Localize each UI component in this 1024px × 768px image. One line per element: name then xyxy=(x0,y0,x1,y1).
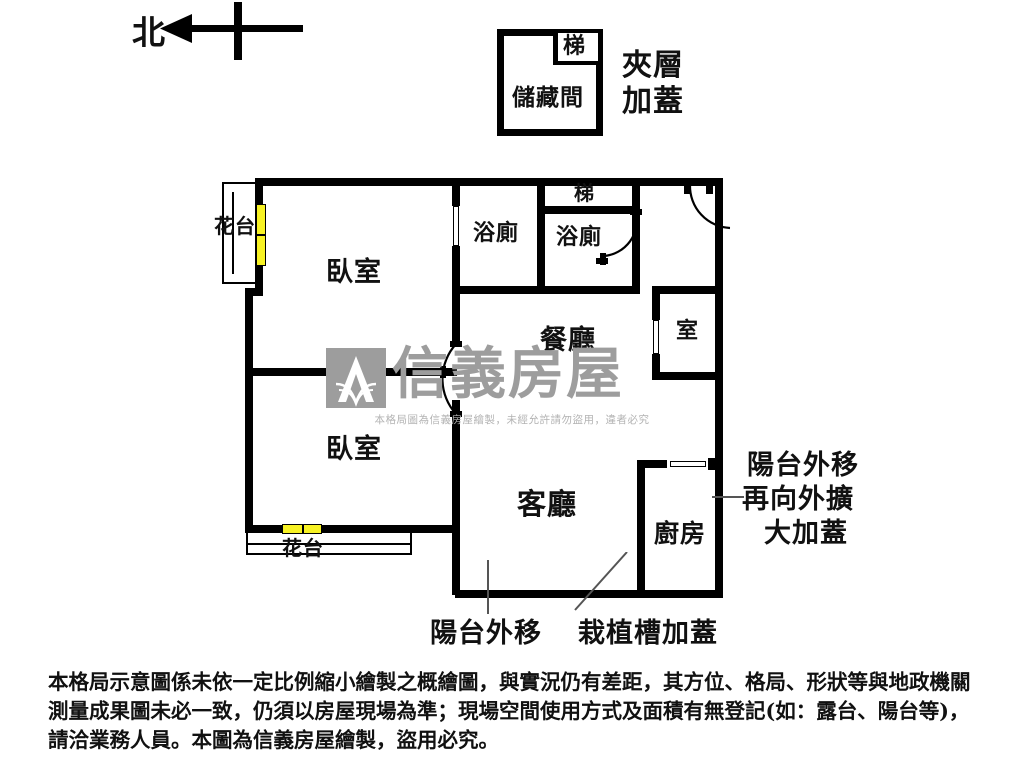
interior-wall-spine-upper xyxy=(452,178,460,206)
mezzanine-wall-right xyxy=(596,29,603,136)
bedroom-bottom-label: 臥室 xyxy=(326,434,382,465)
door-swing-bath-right xyxy=(603,212,639,258)
annotation-bottom-balcony: 陽台外移 xyxy=(430,618,542,649)
small-room-wall-left-upper xyxy=(652,286,660,320)
disclaimer-text: 本格局示意圖係未依一定比例縮小繪製之概繪圖，與實況仍有差距，其方位、格局、形狀等… xyxy=(48,670,971,753)
bath-right-wall xyxy=(632,178,640,294)
small-room-wall-top xyxy=(652,286,723,294)
mezzanine-stair-inner xyxy=(558,33,598,61)
mezzanine-stair-label: 梯 xyxy=(563,33,587,59)
watermark-note: 本格局圖為信義房屋繪製，未經允許請勿盜用，違者必究 xyxy=(374,414,650,426)
door-jamb-bedroom-left xyxy=(440,366,446,378)
door-jamb-entrance-right xyxy=(706,180,713,194)
planter-top-outline-bottom xyxy=(222,282,258,284)
door-jamb-bedroom-dining-top xyxy=(450,341,462,347)
bath-left-label: 浴廁 xyxy=(473,220,520,246)
outer-wall-lower-left-v xyxy=(452,525,460,595)
annotation-balcony-line1: 陽台外移 xyxy=(747,450,859,481)
planter-top-window-mullion xyxy=(256,234,266,236)
annotation-balcony-line3: 大加蓋 xyxy=(764,518,848,549)
door-swing-bedroom-dining xyxy=(441,343,457,415)
bedroom-top-label: 臥室 xyxy=(326,257,382,288)
planter-bottom-label: 花台 xyxy=(282,536,324,560)
kitchen-label: 廚房 xyxy=(654,519,707,548)
window-bedroom-bath xyxy=(453,206,459,246)
planter-top-label: 花台 xyxy=(214,214,256,238)
dining-label: 餐廳 xyxy=(540,325,596,356)
stair-label: 梯 xyxy=(574,181,595,205)
bath-divider-wall xyxy=(537,178,545,294)
planter-top-outline-left xyxy=(222,182,224,284)
storage-room-label: 儲藏間 xyxy=(512,84,584,111)
outer-wall-left-jog xyxy=(245,288,263,296)
sinyi-logo-icon xyxy=(326,348,386,408)
mezzanine-wall-left xyxy=(497,29,504,136)
bath-right-label: 浴廁 xyxy=(556,224,603,250)
annotation-bottom-planter: 栽植槽加蓋 xyxy=(578,618,718,649)
door-jamb-bath-right-top xyxy=(630,209,642,215)
outer-wall-bottom-left xyxy=(245,525,460,533)
planter-bottom-outline-bottom xyxy=(246,553,412,555)
bath-wall-bottom xyxy=(452,286,640,294)
watermark: 信義房屋 本格局圖為信義房屋繪製，未經允許請勿盜用，違者必究 xyxy=(326,346,698,426)
small-room-label: 室 xyxy=(676,318,700,344)
interior-wall-spine-mid xyxy=(452,246,460,346)
interior-wall-between-bedrooms xyxy=(245,368,457,376)
leader-line-bottom-planter xyxy=(574,552,628,611)
annotation-balcony-line2: 再向外擴 xyxy=(742,484,854,515)
interior-wall-spine-lower xyxy=(452,400,460,525)
door-jamb-entrance-left xyxy=(684,180,691,194)
outer-wall-top xyxy=(255,178,723,186)
window-small-room xyxy=(653,320,659,354)
outer-wall-right xyxy=(715,178,723,598)
north-label: 北 xyxy=(132,13,165,52)
living-label: 客廳 xyxy=(517,487,578,521)
stair-strip-bottom-wall xyxy=(537,206,640,214)
planter-bottom-outline-inner xyxy=(246,543,412,545)
door-jamb-bath-right-low xyxy=(596,258,608,264)
mezzanine-annotation-line1: 夾層 xyxy=(622,48,684,83)
north-indicator: 北 xyxy=(130,2,330,60)
kitchen-wall-top-left xyxy=(637,460,667,468)
kitchen-door-opening xyxy=(670,461,706,467)
planter-bottom-window-mullion xyxy=(302,524,304,534)
kitchen-wall-left xyxy=(637,460,645,598)
door-jamb-bedroom-dining-bottom xyxy=(450,411,462,417)
kitchen-wall-top-right xyxy=(708,458,715,470)
leader-line-balcony xyxy=(712,496,744,498)
north-arrow-icon xyxy=(160,2,303,60)
leader-line-bottom-balcony xyxy=(487,560,489,614)
planter-top-outline-inner xyxy=(232,192,234,274)
mezzanine-wall-bottom xyxy=(497,129,603,136)
mezzanine-wall-top xyxy=(497,29,603,36)
planter-top-outline-top xyxy=(222,182,258,184)
outer-wall-left-lower xyxy=(245,288,253,533)
mezzanine-annotation-line2: 加蓋 xyxy=(622,84,684,119)
small-room-wall-bottom xyxy=(652,372,723,380)
small-room-wall-left-lower xyxy=(652,354,660,380)
